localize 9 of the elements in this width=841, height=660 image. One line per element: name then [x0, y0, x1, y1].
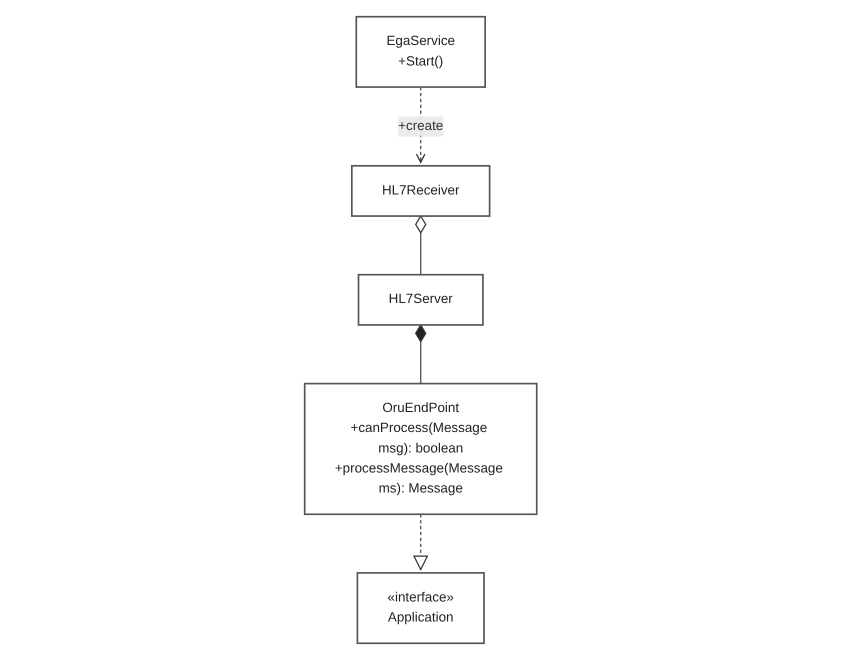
- association-line: [414, 324, 426, 384]
- class-box: OruEndPoint +canProcess(Message msg): boolean +processMessage(Message ms): Message: [304, 382, 538, 516]
- edge-label: +create: [398, 118, 444, 134]
- class-box: HL7Server: [357, 274, 484, 326]
- association-line: [414, 215, 426, 275]
- class-box: «interface» Application: [356, 572, 485, 644]
- class-box: HL7Receiver: [350, 164, 490, 217]
- class-box: EgaService +Start(): [355, 16, 486, 88]
- arrow: [413, 514, 428, 570]
